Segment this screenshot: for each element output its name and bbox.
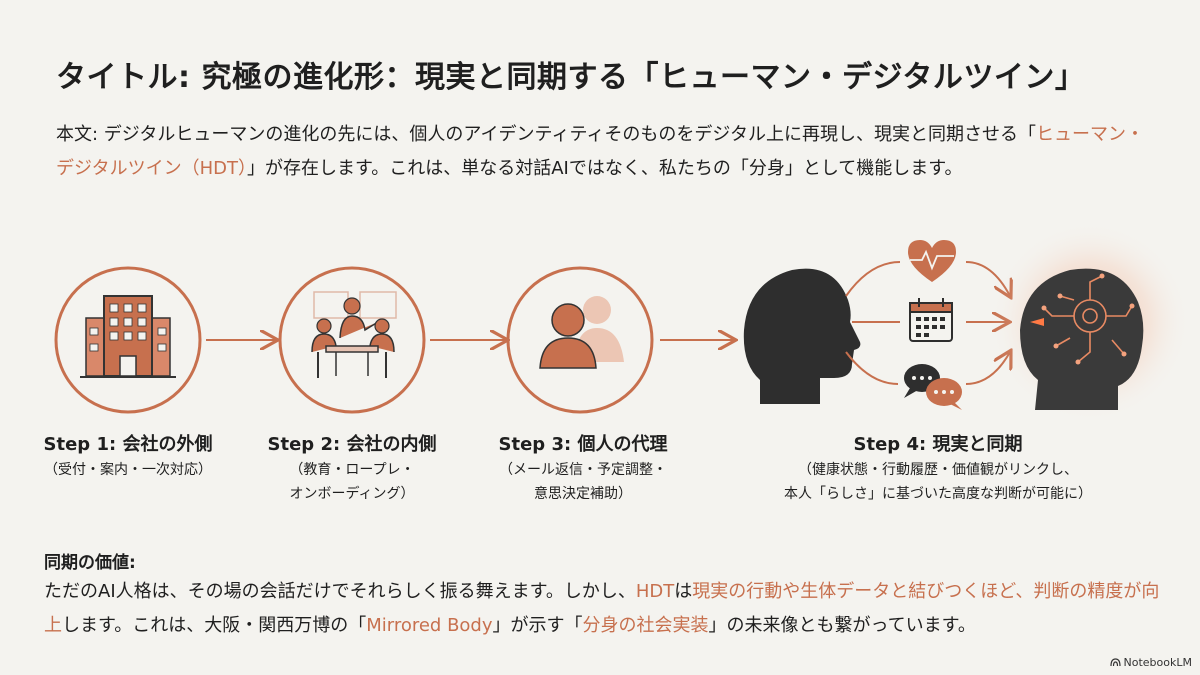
human-head-silhouette-icon xyxy=(743,268,861,404)
step-3-sub-2: 意思決定補助） xyxy=(534,486,632,502)
chat-bubbles-icon xyxy=(904,364,962,410)
calendar-icon xyxy=(909,298,953,342)
person-proxy-icon xyxy=(506,266,654,414)
notebooklm-logo-icon xyxy=(1109,658,1121,667)
steps-diagram xyxy=(54,225,1190,422)
intro-text-1: 本文: デジタルヒューマンの進化の先には、個人のアイデンティティそのものをデジタ… xyxy=(56,124,1037,145)
step-4-sub-2: 本人「らしさ」に基づいた高度な判断が可能に） xyxy=(784,486,1092,502)
watermark-text: NotebookLM xyxy=(1123,656,1192,669)
page-title: タイトル: 究極の進化形：現実と同期する「ヒューマン・デジタルツイン」 xyxy=(56,60,1086,95)
step-1-sub: （受付・案内・一次対応） xyxy=(44,462,212,478)
heart-icon xyxy=(908,240,956,282)
intro-paragraph: 本文: デジタルヒューマンの進化の先には、個人のアイデンティティそのものをデジタ… xyxy=(56,118,1146,186)
notebooklm-watermark: NotebookLM xyxy=(1109,656,1192,669)
sync-highlight-accuracy: 現実の行動や生体データと結びつくほど、判断の精度が向上 xyxy=(44,581,1160,636)
step-1-label: Step 1: 会社の外側 （受付・案内・一次対応） xyxy=(38,432,218,482)
sync-text-4: 」が示す「 xyxy=(492,615,583,636)
sync-highlight-mirrored-body: Mirrored Body xyxy=(366,615,493,636)
intro-highlight-hdt: ヒューマン・デジタルツイン（HDT） xyxy=(56,124,1145,179)
sync-text-5: 」の未来像とも繋がっています。 xyxy=(708,615,976,636)
step-4-label: Step 4: 現実と同期 （健康状態・行動履歴・価値観がリンクし、 本人「らし… xyxy=(738,432,1138,506)
meeting-icon xyxy=(278,266,426,414)
sync-value-paragraph: ただのAI人格は、その場の会話だけでそれらしく振る舞えます。しかし、HDTは現実… xyxy=(44,575,1164,643)
sync-highlight-social-implementation: 分身の社会実装 xyxy=(582,615,709,636)
step-3-sub-1: （メール返信・予定調整・ xyxy=(499,462,667,478)
step-1-title: Step 1: 会社の外側 xyxy=(43,434,213,455)
step-4-sub-1: （健康状態・行動履歴・価値観がリンクし、 xyxy=(798,462,1078,478)
sync-highlight-hdt: HDT xyxy=(635,581,675,602)
sync-text-1: ただのAI人格は、その場の会話だけでそれらしく振る舞えます。しかし、 xyxy=(44,581,636,602)
office-building-icon xyxy=(54,266,202,414)
step-3-label: Step 3: 個人の代理 （メール返信・予定調整・ 意思決定補助） xyxy=(478,432,688,506)
step-2-sub-1: （教育・ロープレ・ xyxy=(289,462,415,478)
step-2-title: Step 2: 会社の内側 xyxy=(267,434,437,455)
sync-text-3: します。これは、大阪・関西万博の「 xyxy=(62,615,367,636)
sync-value-heading: 同期の価値: xyxy=(44,553,136,573)
digital-twin-head-icon xyxy=(990,225,1190,422)
step-3-title: Step 3: 個人の代理 xyxy=(498,434,668,455)
step-2-label: Step 2: 会社の内側 （教育・ロープレ・ オンボーディング） xyxy=(252,432,452,506)
sync-text-2: は xyxy=(674,581,693,602)
step-2-sub-2: オンボーディング） xyxy=(289,486,415,502)
step-4-title: Step 4: 現実と同期 xyxy=(853,434,1023,455)
intro-text-2: 」が存在します。これは、単なる対話AIではなく、私たちの「分身」として機能します… xyxy=(247,158,963,179)
